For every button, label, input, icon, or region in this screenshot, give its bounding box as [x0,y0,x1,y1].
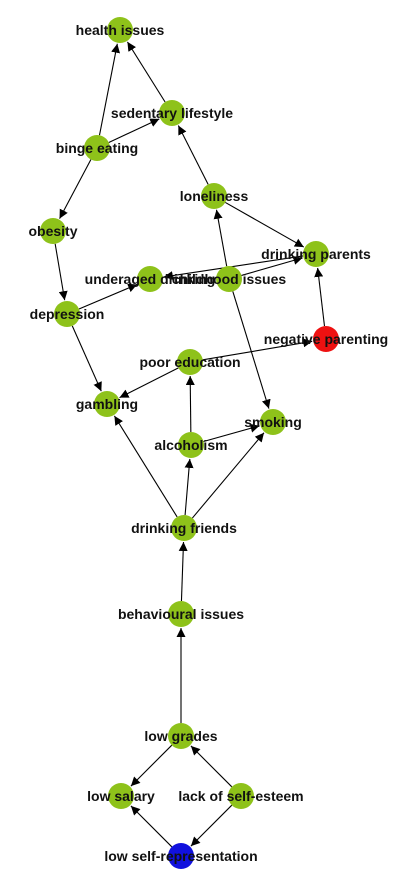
edge-loneliness-to-sedentary_lifestyle [177,125,209,185]
node-binge_eating [84,135,110,161]
edge-low_self_representation-to-low_salary [130,805,173,848]
node-label-behavioural_issues: behavioural issues [118,606,244,622]
node-layer [40,17,339,869]
label-layer: health issues sedentary lifestyle binge ea… [28,22,388,864]
edge-low_grades-to-low_salary [130,744,173,787]
node-label-loneliness: loneliness [180,188,249,204]
node-label-poor_education: poor education [139,354,240,370]
node-label-binge_eating: binge eating [56,140,138,156]
node-label-low_self_representation: low self-representation [104,848,257,864]
node-low_salary [108,783,134,809]
node-sedentary_lifestyle [159,100,185,126]
node-label-drinking_friends: drinking friends [131,520,237,536]
edge-childhood_issues-to-smoking [232,291,271,409]
edge-binge_eating-to-health_issues [98,43,121,136]
node-label-gambling: gambling [76,396,138,412]
edge-drinking_friends-to-alcoholism [184,458,194,516]
edge-depression-to-gambling [71,325,102,392]
edge-obesity-to-depression [54,243,68,301]
edge-drinking_friends-to-smoking [191,432,265,519]
edge-behavioural_issues-to-drinking_friends [178,541,188,602]
node-underaged_drinking [137,266,163,292]
edge-poor_education-to-negative_parenting [202,338,313,361]
node-drinking_parents [303,241,329,267]
node-health_issues [107,17,133,43]
edge-depression-to-underaged_drinking [78,283,138,310]
node-depression [54,301,80,327]
node-label-health_issues: health issues [76,22,165,38]
edge-sedentary_lifestyle-to-health_issues [126,41,166,103]
edge-childhood_issues-to-loneliness [213,209,228,267]
edge-lack_of_self_esteem-to-low_self_representation [190,804,233,847]
node-childhood_issues [216,266,242,292]
node-gambling [94,391,120,417]
node-label-underaged_drinking: underaged drinking [85,271,216,287]
node-label-smoking: smoking [244,414,302,430]
node-loneliness [201,183,227,209]
node-low_grades [168,723,194,749]
edge-loneliness-to-drinking_parents [225,201,305,248]
edge-layer [54,41,326,848]
edge-alcoholism-to-poor_education [185,375,195,433]
edge-lack_of_self_esteem-to-low_grades [190,745,233,788]
edge-childhood_issues-to-drinking_parents [241,256,303,276]
node-lack_of_self_esteem [228,783,254,809]
edge-binge_eating-to-obesity [59,159,92,219]
node-label-obesity: obesity [28,223,77,239]
node-label-depression: depression [30,306,105,322]
node-negative_parenting [313,326,339,352]
node-smoking [260,409,286,435]
edge-drinking_parents-to-underaged_drinking [163,255,304,281]
node-poor_education [177,349,203,375]
node-label-sedentary_lifestyle: sedentary lifestyle [111,105,233,121]
node-behavioural_issues [168,601,194,627]
node-label-childhood_issues: childhood issues [172,271,287,287]
node-alcoholism [178,432,204,458]
node-label-low_salary: low salary [87,788,155,804]
edge-alcoholism-to-smoking [203,423,260,443]
node-label-alcoholism: alcoholism [154,437,227,453]
node-obesity [40,218,66,244]
node-label-low_grades: low grades [144,728,217,744]
node-label-negative_parenting: negative parenting [264,331,388,347]
node-label-drinking_parents: drinking parents [261,246,371,262]
edge-poor_education-to-gambling [119,367,179,399]
edge-drinking_friends-to-gambling [113,415,178,518]
edge-negative_parenting-to-drinking_parents [314,267,326,327]
node-low_self_representation [168,843,194,869]
edge-binge_eating-to-sedentary_lifestyle [108,118,160,144]
node-label-lack_of_self_esteem: lack of self-esteem [178,788,303,804]
node-drinking_friends [171,515,197,541]
